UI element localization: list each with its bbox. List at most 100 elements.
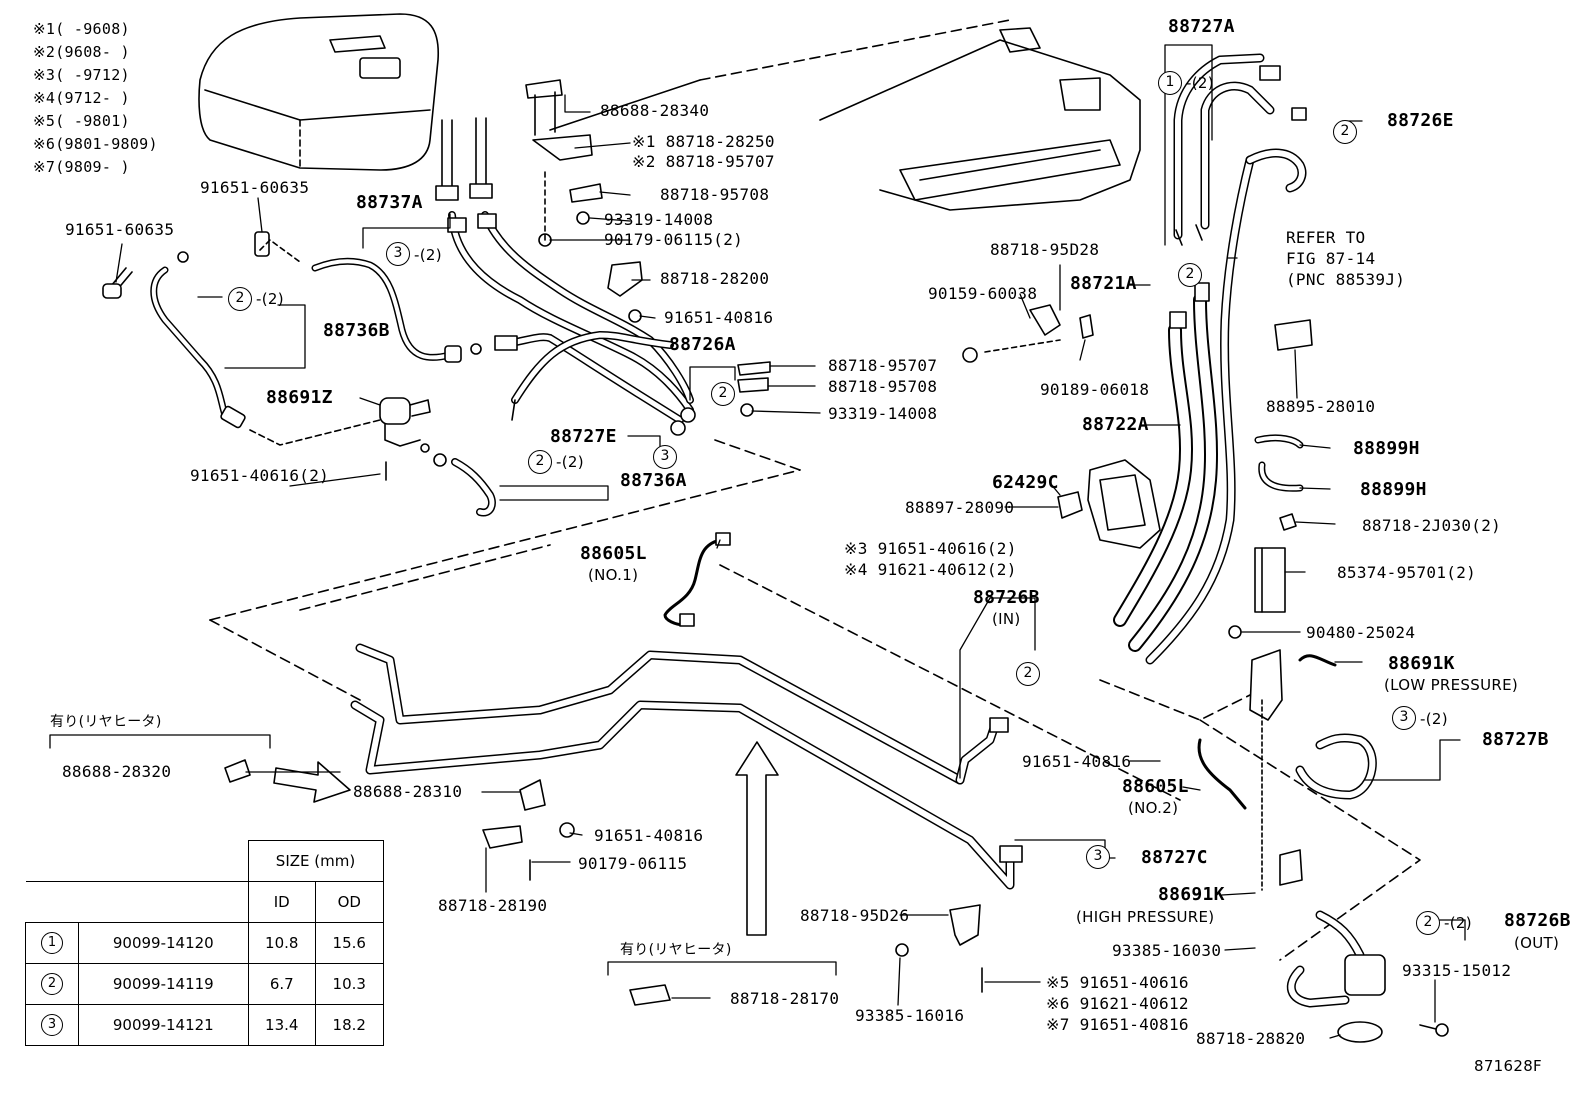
part-label[interactable]: 88718-95707 [828, 356, 938, 375]
part-label[interactable]: 88736B [323, 320, 390, 341]
part-label[interactable]: 91651-40816 [594, 826, 704, 845]
part-label[interactable]: 88895-28010 [1266, 397, 1376, 416]
part-label[interactable]: 88688-28340 [600, 101, 710, 120]
rear-heater-note: 有り(リヤヒータ) [620, 942, 732, 958]
part-label[interactable]: 88691Z [266, 387, 333, 408]
refer-note: REFER TO [1286, 228, 1366, 247]
part-label[interactable]: ※5 91651-40616 [1046, 973, 1189, 992]
part-label[interactable]: 88721A [1070, 273, 1137, 294]
callout-3: 3 [1086, 845, 1110, 869]
part-label[interactable]: ※6 91621-40612 [1046, 994, 1189, 1013]
part-label[interactable]: 93385-16030 [1112, 941, 1222, 960]
callout-3: 3 [653, 445, 677, 469]
table-header-id: ID [247, 881, 316, 923]
part-label[interactable]: 88691K [1388, 653, 1455, 674]
part-label[interactable]: 88718-2J030(2) [1362, 516, 1502, 535]
part-label[interactable]: 91651-40616(2) [190, 466, 330, 485]
part-label[interactable]: 88897-28090 [905, 498, 1015, 517]
part-sub-label: (OUT) [1514, 934, 1560, 952]
callout-2: 2 [711, 382, 735, 406]
part-label[interactable]: 91651-40816 [664, 308, 774, 327]
callout-3: 3 [386, 242, 410, 266]
part-label[interactable]: 93319-14008 [604, 210, 714, 229]
part-label[interactable]: 88688-28310 [353, 782, 463, 801]
part-label[interactable]: 88727E [550, 426, 617, 447]
legend-row-5: ※5( -9801) [33, 112, 130, 130]
part-label[interactable]: 85374-95701(2) [1337, 563, 1477, 582]
table-blank-cell [25, 881, 249, 923]
part-label[interactable]: 88726B [1504, 910, 1571, 931]
main-lines [209, 439, 1421, 961]
hose-88737A [254, 231, 482, 363]
part-label[interactable]: 88726B [973, 587, 1040, 608]
part-label[interactable]: 88605L [1122, 776, 1189, 797]
part-label[interactable]: 88726A [669, 334, 736, 355]
part-label[interactable]: 93315-15012 [1402, 961, 1512, 980]
refer-note[interactable]: FIG 87-14 [1286, 249, 1376, 268]
part-label[interactable]: ※3 91651-40616(2) [844, 539, 1017, 558]
part-label[interactable]: ※7 91651-40816 [1046, 1015, 1189, 1034]
part-label[interactable]: 93385-16016 [855, 1006, 965, 1025]
part-label[interactable]: 88722A [1082, 414, 1149, 435]
table-header-size: SIZE (mm) [247, 840, 384, 882]
table-od-cell: 10.3 [315, 963, 384, 1005]
part-label[interactable]: 90179-06115 [578, 854, 688, 873]
callout-2: 2 [1178, 263, 1202, 287]
grommet-62429C [1057, 459, 1161, 549]
part-label[interactable]: ※4 91621-40612(2) [844, 560, 1017, 579]
part-label[interactable]: 88718-95708 [828, 377, 938, 396]
table-row: 2 90099-14119 6.7 10.3 [24, 963, 384, 1005]
part-label[interactable]: 88736A [620, 470, 687, 491]
table-part-cell[interactable]: 90099-14120 [78, 922, 249, 964]
rear-heater-note: 有り(リヤヒータ) [50, 714, 162, 730]
table-part-cell[interactable]: 90099-14121 [78, 1004, 249, 1046]
part-label[interactable]: 88727C [1141, 847, 1208, 868]
leader-lines [49, 44, 1466, 1039]
part-label[interactable]: 88727B [1482, 729, 1549, 750]
legend-row-2: ※2(9608- ) [33, 43, 130, 61]
part-label[interactable]: 88718-95D26 [800, 906, 910, 925]
part-label[interactable]: 88718-28200 [660, 269, 770, 288]
part-label[interactable]: 91651-60635 [200, 178, 310, 197]
part-label[interactable]: 88691K [1158, 884, 1225, 905]
bracket-95D28 [962, 304, 1094, 363]
part-label[interactable]: 88718-28170 [730, 989, 840, 1008]
table-id-cell: 13.4 [247, 1004, 316, 1046]
valve-88691Z [249, 397, 496, 517]
part-label[interactable]: 88726E [1387, 110, 1454, 131]
part-sub-label: (LOW PRESSURE) [1384, 676, 1518, 694]
table-ref-cell: 1 [24, 922, 80, 964]
quantity-label: -(2) [1420, 710, 1448, 728]
part-sub-label: (IN) [992, 610, 1021, 628]
table-part-cell[interactable]: 90099-14119 [78, 963, 249, 1005]
part-label[interactable]: 88899H [1353, 438, 1420, 459]
part-label[interactable]: 88727A [1168, 16, 1235, 37]
part-label[interactable]: 90189-06018 [1040, 380, 1150, 399]
table-blank-cell [25, 840, 249, 882]
part-label[interactable]: 88718-28820 [1196, 1029, 1306, 1048]
part-label[interactable]: 90179-06115(2) [604, 230, 744, 249]
part-label[interactable]: 90480-25024 [1306, 623, 1416, 642]
brackets-bottom [224, 759, 983, 1006]
part-label[interactable]: 91651-60635 [65, 220, 175, 239]
callout-3: 3 [1392, 706, 1416, 730]
part-label[interactable]: 88718-95708 [660, 185, 770, 204]
part-label[interactable]: 62429C [992, 472, 1059, 493]
part-label[interactable]: 88737A [356, 192, 423, 213]
part-label[interactable]: 91651-40816 [1022, 752, 1132, 771]
part-label[interactable]: ※2 88718-95707 [632, 152, 775, 171]
table-od-cell: 18.2 [315, 1004, 384, 1046]
diagram-id: 871628F [1474, 1057, 1542, 1075]
brackets-top [525, 79, 771, 417]
part-label[interactable]: 88718-28190 [438, 896, 548, 915]
part-label[interactable]: ※1 88718-28250 [632, 132, 775, 151]
table-row: 3 90099-14121 13.4 18.2 [24, 1004, 384, 1046]
part-label[interactable]: 90159-60038 [928, 284, 1038, 303]
part-label[interactable]: 88718-95D28 [990, 240, 1100, 259]
part-label[interactable]: 93319-14008 [828, 404, 938, 423]
part-label[interactable]: 88688-28320 [62, 762, 172, 781]
heater-unit [198, 13, 440, 171]
part-label[interactable]: 88899H [1360, 479, 1427, 500]
part-label[interactable]: 88605L [580, 543, 647, 564]
